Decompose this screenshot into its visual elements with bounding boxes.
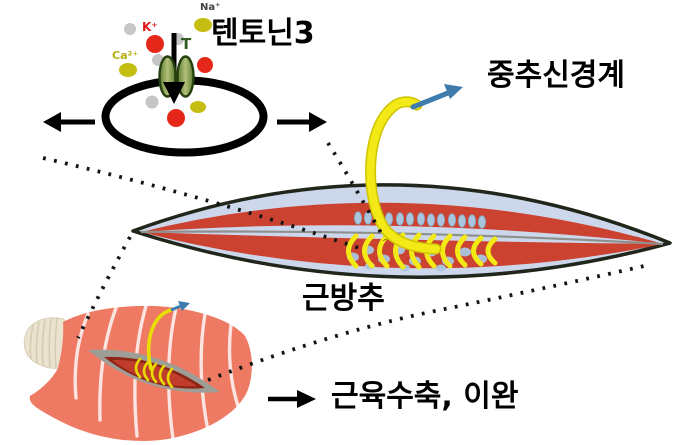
cns-direction-arrow — [410, 84, 463, 110]
connector-dotted-lines — [42, 141, 645, 382]
sensory-nerve-fiber — [366, 97, 440, 253]
label-calcium-ion: Ca²⁺ — [112, 49, 139, 62]
label-muscle-action: 근육수축, 이완 — [331, 379, 519, 414]
label-channel-t: T — [181, 35, 192, 53]
mini-sensory-coil — [134, 357, 174, 389]
label-potassium-ion: K⁺ — [142, 20, 158, 34]
ion-channel-magnified-view — [43, 18, 327, 157]
mini-cns-arrow — [170, 301, 190, 312]
label-tentonin3: 텐토닌3 — [211, 16, 315, 51]
stretch-arrow-right — [277, 112, 327, 132]
label-sodium-ion: Na⁺ — [200, 2, 221, 13]
muscle-spindle-illustration — [131, 84, 672, 279]
spindle-in-muscle-inner — [112, 359, 197, 387]
mini-nerve-fiber — [146, 308, 173, 371]
dotted-line-circle-right — [326, 141, 387, 241]
ion-flux-arrowhead — [163, 82, 185, 104]
label-central-nervous-system: 중추신경계 — [487, 58, 625, 93]
dotted-line-spindle-to-muscle — [76, 236, 132, 339]
dotted-line-muscle-to-spindle-tip — [207, 264, 645, 382]
dotted-line-circle-left — [42, 156, 363, 251]
stretch-arrow-left — [43, 112, 95, 132]
tendon-ridges — [29, 317, 58, 369]
muscle-action-arrow — [268, 390, 316, 408]
muscle-illustration — [23, 301, 252, 441]
nuclei-row-top — [353, 211, 486, 229]
label-muscle-spindle: 근방추 — [302, 281, 385, 316]
